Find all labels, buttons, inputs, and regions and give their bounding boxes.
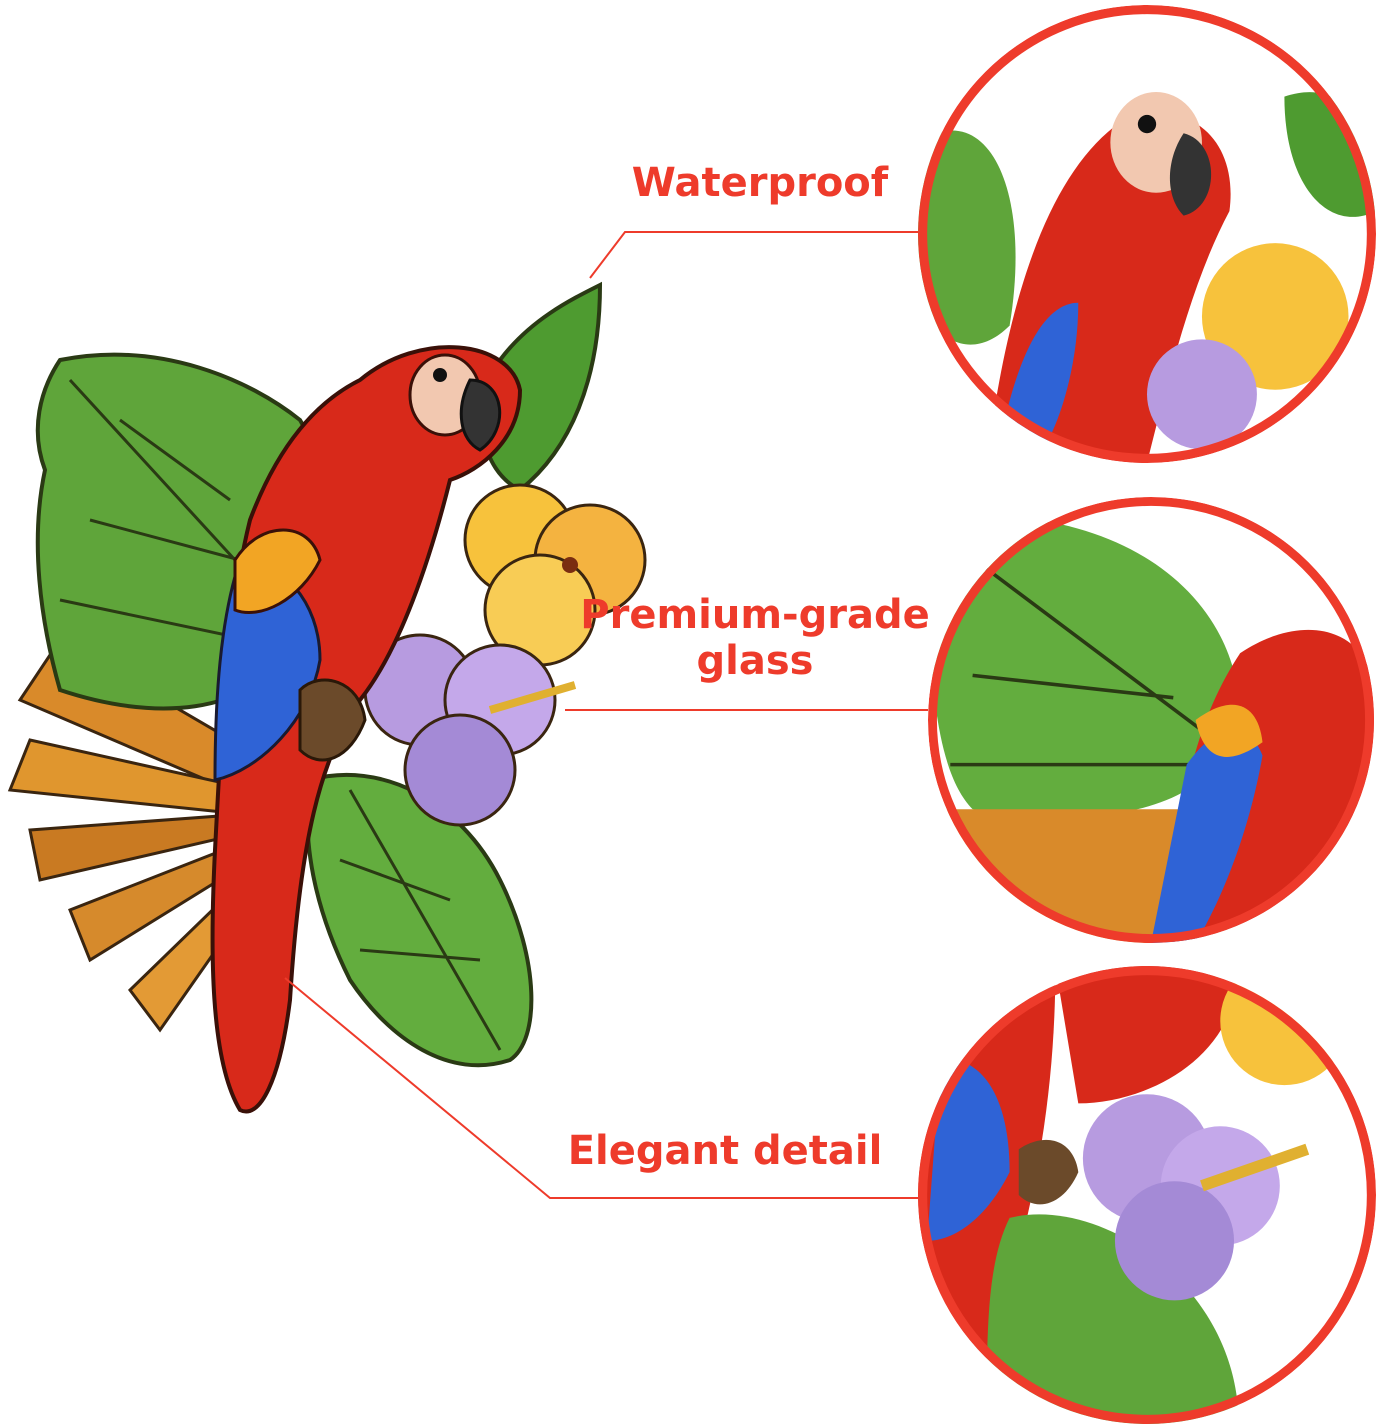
purple-hibiscus (363, 633, 577, 827)
yellow-hibiscus (463, 483, 647, 667)
callout-label-waterproof: Waterproof (631, 160, 889, 206)
callout-lines (284, 231, 928, 1199)
callout-label-premium-glass: Premium-grade glass (580, 592, 930, 684)
parrot (210, 345, 523, 1114)
zoom-circle-hibiscus-talon (918, 966, 1376, 1424)
callout-line-elegant (284, 977, 918, 1199)
zoom-circle-leaf-wing (928, 497, 1374, 943)
callout-label-elegant-detail: Elegant detail (567, 1128, 883, 1174)
zoom-circle-parrot-head (918, 5, 1376, 463)
callout-line-waterproof (589, 231, 918, 279)
monstera-leaf-bottom (305, 772, 534, 1068)
